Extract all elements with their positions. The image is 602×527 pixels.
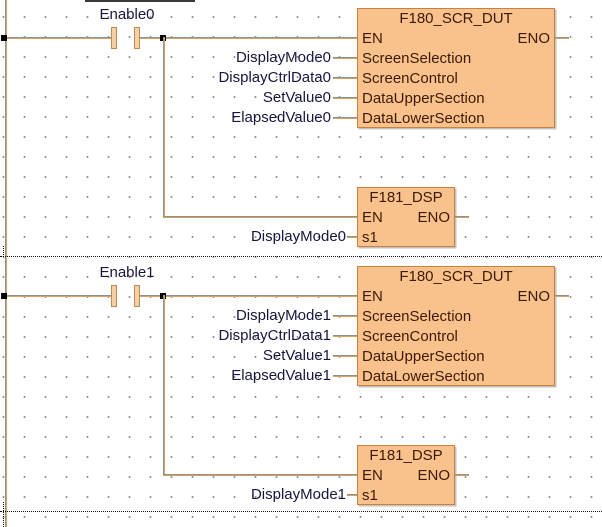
contact-symbol-left-bar[interactable] xyxy=(111,27,117,49)
pin-dataupersection[interactable]: DataUpperSection xyxy=(362,90,485,107)
pin-eno[interactable]: ENO xyxy=(417,209,450,226)
wire xyxy=(333,97,357,99)
pin-en[interactable]: EN xyxy=(362,209,383,226)
input-variable-label[interactable]: SetValue1 xyxy=(262,347,331,364)
input-variable-label[interactable]: DisplayMode1 xyxy=(235,307,331,324)
wire xyxy=(163,474,357,476)
network-separator xyxy=(0,256,602,257)
wire xyxy=(333,117,357,119)
pin-datalowersection[interactable]: DataLowerSection xyxy=(362,368,485,385)
wire xyxy=(163,216,357,218)
network-2[interactable]: Enable1 F180_SCR_DUT EN ENO ScreenSelect… xyxy=(0,258,602,514)
input-variable-label[interactable]: DisplayMode0 xyxy=(250,228,346,245)
pin-en[interactable]: EN xyxy=(362,30,383,47)
contact-symbol-right-bar[interactable] xyxy=(134,285,140,307)
pin-eno[interactable]: ENO xyxy=(417,467,450,484)
pin-datalowersection[interactable]: DataLowerSection xyxy=(362,110,485,127)
function-block-f181-dsp[interactable]: F181_DSP EN ENO s1 xyxy=(357,187,455,247)
input-variable-label[interactable]: ElapsedValue1 xyxy=(231,367,331,384)
network-separator xyxy=(0,511,602,512)
wire xyxy=(347,236,357,238)
input-variable-label[interactable]: DisplayMode0 xyxy=(235,49,331,66)
eno-stub-wire xyxy=(455,216,469,218)
contact-variable-label[interactable]: Enable1 xyxy=(99,264,155,281)
wire-junction xyxy=(1,35,7,41)
function-block-f180-scr-dut[interactable]: F180_SCR_DUT EN ENO ScreenSelection Scre… xyxy=(357,266,555,386)
pin-en[interactable]: EN xyxy=(362,288,383,305)
input-variable-label[interactable]: SetValue0 xyxy=(262,89,331,106)
input-variable-label[interactable]: DisplayCtrlData1 xyxy=(218,327,331,344)
wire xyxy=(6,37,111,39)
wire xyxy=(333,57,357,59)
pin-en[interactable]: EN xyxy=(362,467,383,484)
wire xyxy=(140,295,357,297)
contact-variable-label[interactable]: Enable0 xyxy=(99,6,155,23)
wire xyxy=(333,315,357,317)
wire xyxy=(333,355,357,357)
eno-stub-wire xyxy=(555,37,569,39)
network-1[interactable]: Enable0 F180_SCR_DUT EN ENO ScreenSelect… xyxy=(0,0,602,256)
contact-symbol-left-bar[interactable] xyxy=(111,285,117,307)
wire xyxy=(140,37,357,39)
pin-screencontrol[interactable]: ScreenControl xyxy=(362,70,458,87)
block-title: F180_SCR_DUT xyxy=(399,10,513,27)
pin-screencontrol[interactable]: ScreenControl xyxy=(362,328,458,345)
pin-dataupersection[interactable]: DataUpperSection xyxy=(362,348,485,365)
wire xyxy=(333,335,357,337)
branch-wire xyxy=(163,295,165,476)
pin-screenselection[interactable]: ScreenSelection xyxy=(362,50,472,67)
block-title: F181_DSP xyxy=(369,447,443,464)
contact-symbol-right-bar[interactable] xyxy=(134,27,140,49)
pin-s1[interactable]: s1 xyxy=(362,487,378,504)
pin-s1[interactable]: s1 xyxy=(362,229,378,246)
input-variable-label[interactable]: DisplayMode1 xyxy=(250,486,346,503)
wire xyxy=(333,375,357,377)
input-variable-label[interactable]: DisplayCtrlData0 xyxy=(218,69,331,86)
page-break-mark xyxy=(3,502,4,527)
wire xyxy=(347,494,357,496)
function-block-f181-dsp[interactable]: F181_DSP EN ENO s1 xyxy=(357,445,455,505)
branch-wire xyxy=(163,37,165,218)
block-title: F181_DSP xyxy=(369,189,443,206)
function-block-f180-scr-dut[interactable]: F180_SCR_DUT EN ENO ScreenSelection Scre… xyxy=(357,8,555,128)
pin-eno[interactable]: ENO xyxy=(517,288,550,305)
truncated-text-artifact xyxy=(85,0,195,2)
pin-eno[interactable]: ENO xyxy=(517,30,550,47)
block-title: F180_SCR_DUT xyxy=(399,268,513,285)
eno-stub-wire xyxy=(455,474,469,476)
pin-screenselection[interactable]: ScreenSelection xyxy=(362,308,472,325)
wire-junction xyxy=(1,293,7,299)
input-variable-label[interactable]: ElapsedValue0 xyxy=(231,109,331,126)
wire xyxy=(333,77,357,79)
wire xyxy=(6,295,111,297)
page-break-mark xyxy=(3,246,4,257)
eno-stub-wire xyxy=(555,295,569,297)
left-power-rail xyxy=(5,0,7,527)
